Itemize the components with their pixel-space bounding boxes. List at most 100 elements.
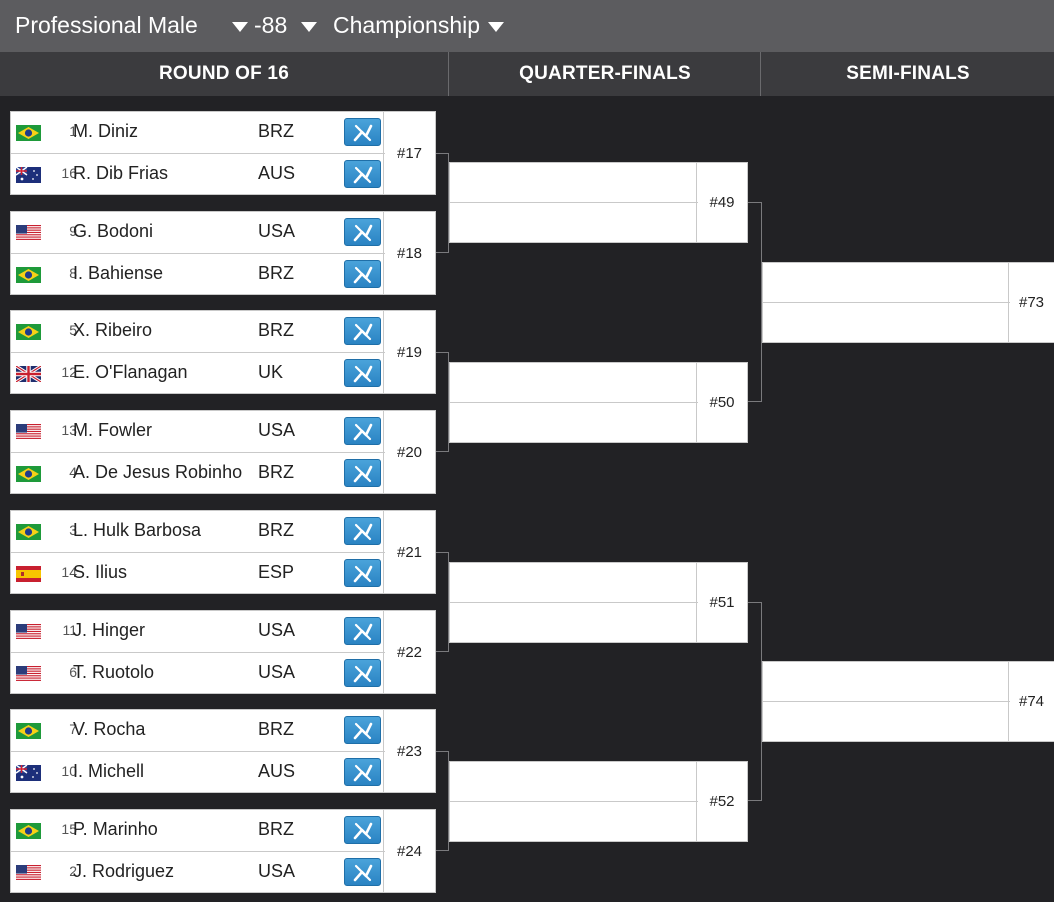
chevron-down-icon [231,21,248,32]
competitor-name: A. De Jesus Robinho [73,462,243,482]
match-number: #52 [696,762,747,841]
bracket-connector [748,602,762,801]
match-number: #22 [383,611,435,693]
competitor-name: E. O'Flanagan [73,362,188,382]
competitor-name: T. Ruotolo [73,662,155,682]
competitor-name: J. Hinger [73,620,146,640]
competitor-country: BRZ [258,719,294,739]
seed-number: 7 [69,721,77,737]
flag-us-icon [16,666,41,682]
watch-video-button[interactable] [344,716,381,744]
flag-us-icon [16,624,41,640]
match-number: #49 [696,163,747,242]
seed-number: 13 [61,422,77,438]
competitor-country: BRZ [258,819,294,839]
watch-video-button[interactable] [344,417,381,445]
flag-us-icon [16,424,41,440]
watch-video-button[interactable] [344,459,381,487]
seed-number: 11 [62,622,77,638]
seed-number: 9 [69,223,77,239]
competitor-country: BRZ [258,320,294,340]
seed-number: 4 [69,464,77,480]
flag-br-icon [16,324,41,340]
bracket-connector [436,153,449,253]
competitor-name: S. Ilius [73,562,128,582]
filter-bar: Professional Male -88 Championship [0,0,1054,52]
watch-video-button[interactable] [344,617,381,645]
match-number: #21 [383,511,435,593]
competitor-name: X. Ribeiro [73,320,153,340]
weight-value: -88 [254,12,288,38]
watch-video-button[interactable] [344,659,381,687]
match-number: #17 [383,112,435,194]
flag-br-icon [16,267,41,283]
match-card[interactable]: #50 [449,362,748,443]
flag-br-icon [16,466,41,482]
watch-video-button[interactable] [344,517,381,545]
watch-video-button[interactable] [344,118,381,146]
watch-video-button[interactable] [344,160,381,188]
seed-number: 14 [61,564,77,580]
watch-video-button[interactable] [344,758,381,786]
event-dropdown[interactable]: Championship [333,12,505,39]
flag-br-icon [16,125,41,141]
competitor-name: R. Dib Frias [73,163,169,183]
match-number: #24 [383,810,435,892]
competitor-country: USA [258,221,296,241]
competitor-country: ESP [258,562,295,582]
round-header: ROUND OF 16 QUARTER-FINALS SEMI-FINALS [0,52,1054,96]
watch-video-button[interactable] [344,317,381,345]
competitor-country: BRZ [258,121,294,141]
watch-video-button[interactable] [344,260,381,288]
competitor-country: USA [258,620,296,640]
quarter-finals-header: QUARTER-FINALS [448,52,761,96]
round-of-16-header: ROUND OF 16 [159,63,289,84]
flag-au-icon [15,166,41,183]
competitor-country: AUS [258,163,296,183]
seed-number: 15 [61,821,77,837]
match-card[interactable]: #52 [449,761,748,842]
match-card[interactable]: #74 [762,661,1054,742]
flag-br-icon [16,524,41,540]
match-card[interactable]: #73 [762,262,1054,343]
match-card[interactable]: #49 [449,162,748,243]
competitor-country: UK [258,362,284,382]
flag-au-icon [15,764,41,781]
bracket-connector [436,751,449,851]
match-card[interactable]: #51 [449,562,748,643]
chevron-down-icon [301,21,318,32]
flag-us-icon [16,225,41,241]
seed-number: 3 [69,522,77,538]
flag-uk-icon [15,364,42,384]
watch-video-button[interactable] [344,559,381,587]
competitor-name: P. Marinho [73,819,158,839]
watch-video-button[interactable] [344,816,381,844]
weight-dropdown[interactable]: -88 [254,12,318,39]
competitor-country: USA [258,420,296,440]
match-number: #23 [383,710,435,792]
competitor-name: V. Rocha [73,719,146,739]
watch-video-button[interactable] [344,359,381,387]
division-dropdown[interactable]: Professional Male [15,12,248,39]
competitor-name: L. Hulk Barbosa [73,520,202,540]
watch-video-button[interactable] [344,218,381,246]
bracket-connector [436,552,449,652]
semi-finals-header: SEMI-FINALS [760,52,1054,96]
watch-video-button[interactable] [344,858,381,886]
divider [763,701,1010,702]
competitor-country: USA [258,861,296,881]
